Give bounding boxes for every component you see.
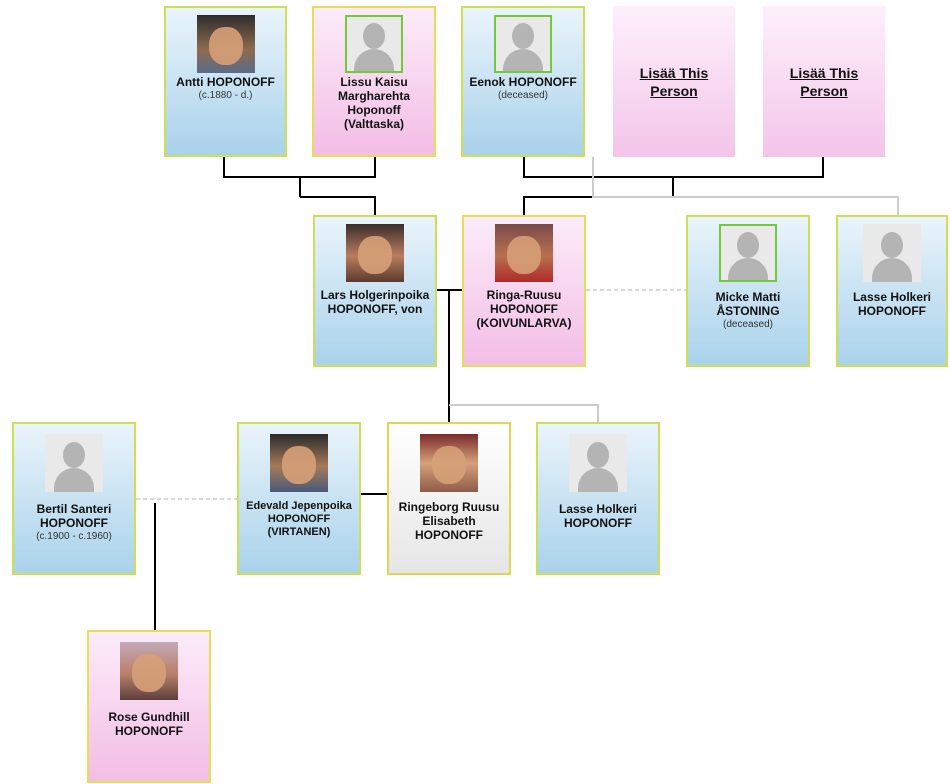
person-name: Lars Holgerinpoika HOPONOFF, von	[320, 288, 430, 316]
add-person-card-2[interactable]: Lisää This Person	[763, 6, 885, 157]
person-card-bertil[interactable]: Bertil Santeri HOPONOFF (c.1900 - c.1960…	[12, 422, 136, 575]
silhouette-icon	[863, 224, 921, 282]
person-card-rose[interactable]: Rose Gundhill HOPONOFF	[87, 630, 211, 783]
person-card-ringa[interactable]: Ringa-Ruusu HOPONOFF (KOIVUNLARVA)	[462, 215, 586, 367]
person-card-lissu[interactable]: Lissu Kaisu Margharehta Hoponoff (Valtta…	[312, 6, 436, 157]
add-person-card-1[interactable]: Lisää This Person	[613, 6, 735, 157]
person-name: Rose Gundhill HOPONOFF	[108, 710, 190, 738]
person-card-eenok[interactable]: Eenok HOPONOFF (deceased)	[461, 6, 585, 157]
silhouette-icon	[494, 15, 552, 73]
person-card-edevald[interactable]: Edevald Jepenpoika HOPONOFF (VIRTANEN)	[237, 422, 361, 575]
silhouette-icon	[719, 224, 777, 282]
connector-to-lars	[300, 196, 376, 215]
silhouette-icon	[569, 434, 627, 492]
person-card-lars[interactable]: Lars Holgerinpoika HOPONOFF, von	[313, 215, 437, 367]
person-name: Antti HOPONOFF	[176, 75, 275, 89]
person-name: Edevald Jepenpoika HOPONOFF (VIRTANEN)	[246, 500, 352, 538]
person-name: Micke Matti ÅSTONING	[715, 290, 781, 318]
person-name: Ringeborg Ruusu Elisabeth HOPONOFF	[398, 500, 500, 542]
person-name: Ringa-Ruusu HOPONOFF (KOIVUNLARVA)	[476, 288, 572, 330]
connector-secondary-parents	[592, 157, 899, 215]
connector-secondary-children	[449, 404, 599, 422]
add-person-link[interactable]: Lisää This Person	[789, 65, 859, 99]
person-card-antti[interactable]: Antti HOPONOFF (c.1880 - d.)	[164, 6, 287, 157]
person-name: Lissu Kaisu Margharehta Hoponoff (Valtta…	[337, 75, 411, 131]
connector-to-ringa	[523, 196, 673, 215]
portrait-ringeborg	[420, 434, 478, 492]
portrait-ringa	[495, 224, 553, 282]
person-name: Lasse Holkeri HOPONOFF	[558, 502, 638, 530]
person-card-ringeborg[interactable]: Ringeborg Ruusu Elisabeth HOPONOFF	[387, 422, 511, 575]
person-dates: (c.1880 - d.)	[198, 90, 253, 101]
connector-eenok-add	[523, 157, 824, 178]
portrait-rose	[120, 642, 178, 700]
person-dates: (c.1900 - c.1960)	[36, 531, 112, 542]
person-card-lasse-2[interactable]: Lasse Holkeri HOPONOFF	[536, 422, 660, 575]
portrait-lars	[346, 224, 404, 282]
person-dates: (deceased)	[497, 90, 549, 101]
person-name: Eenok HOPONOFF	[469, 75, 577, 89]
connector-antti-lissu	[223, 157, 376, 178]
portrait-antti	[196, 15, 255, 73]
silhouette-icon	[345, 15, 403, 73]
person-dates: (deceased)	[722, 319, 774, 330]
person-card-micke[interactable]: Micke Matti ÅSTONING (deceased)	[686, 215, 810, 367]
person-card-lasse-1[interactable]: Lasse Holkeri HOPONOFF	[836, 215, 948, 367]
add-person-link[interactable]: Lisää This Person	[639, 65, 709, 99]
silhouette-icon	[45, 434, 103, 492]
person-name: Lasse Holkeri HOPONOFF	[852, 290, 932, 318]
person-name: Bertil Santeri HOPONOFF	[36, 502, 112, 530]
portrait-edevald	[270, 434, 328, 492]
